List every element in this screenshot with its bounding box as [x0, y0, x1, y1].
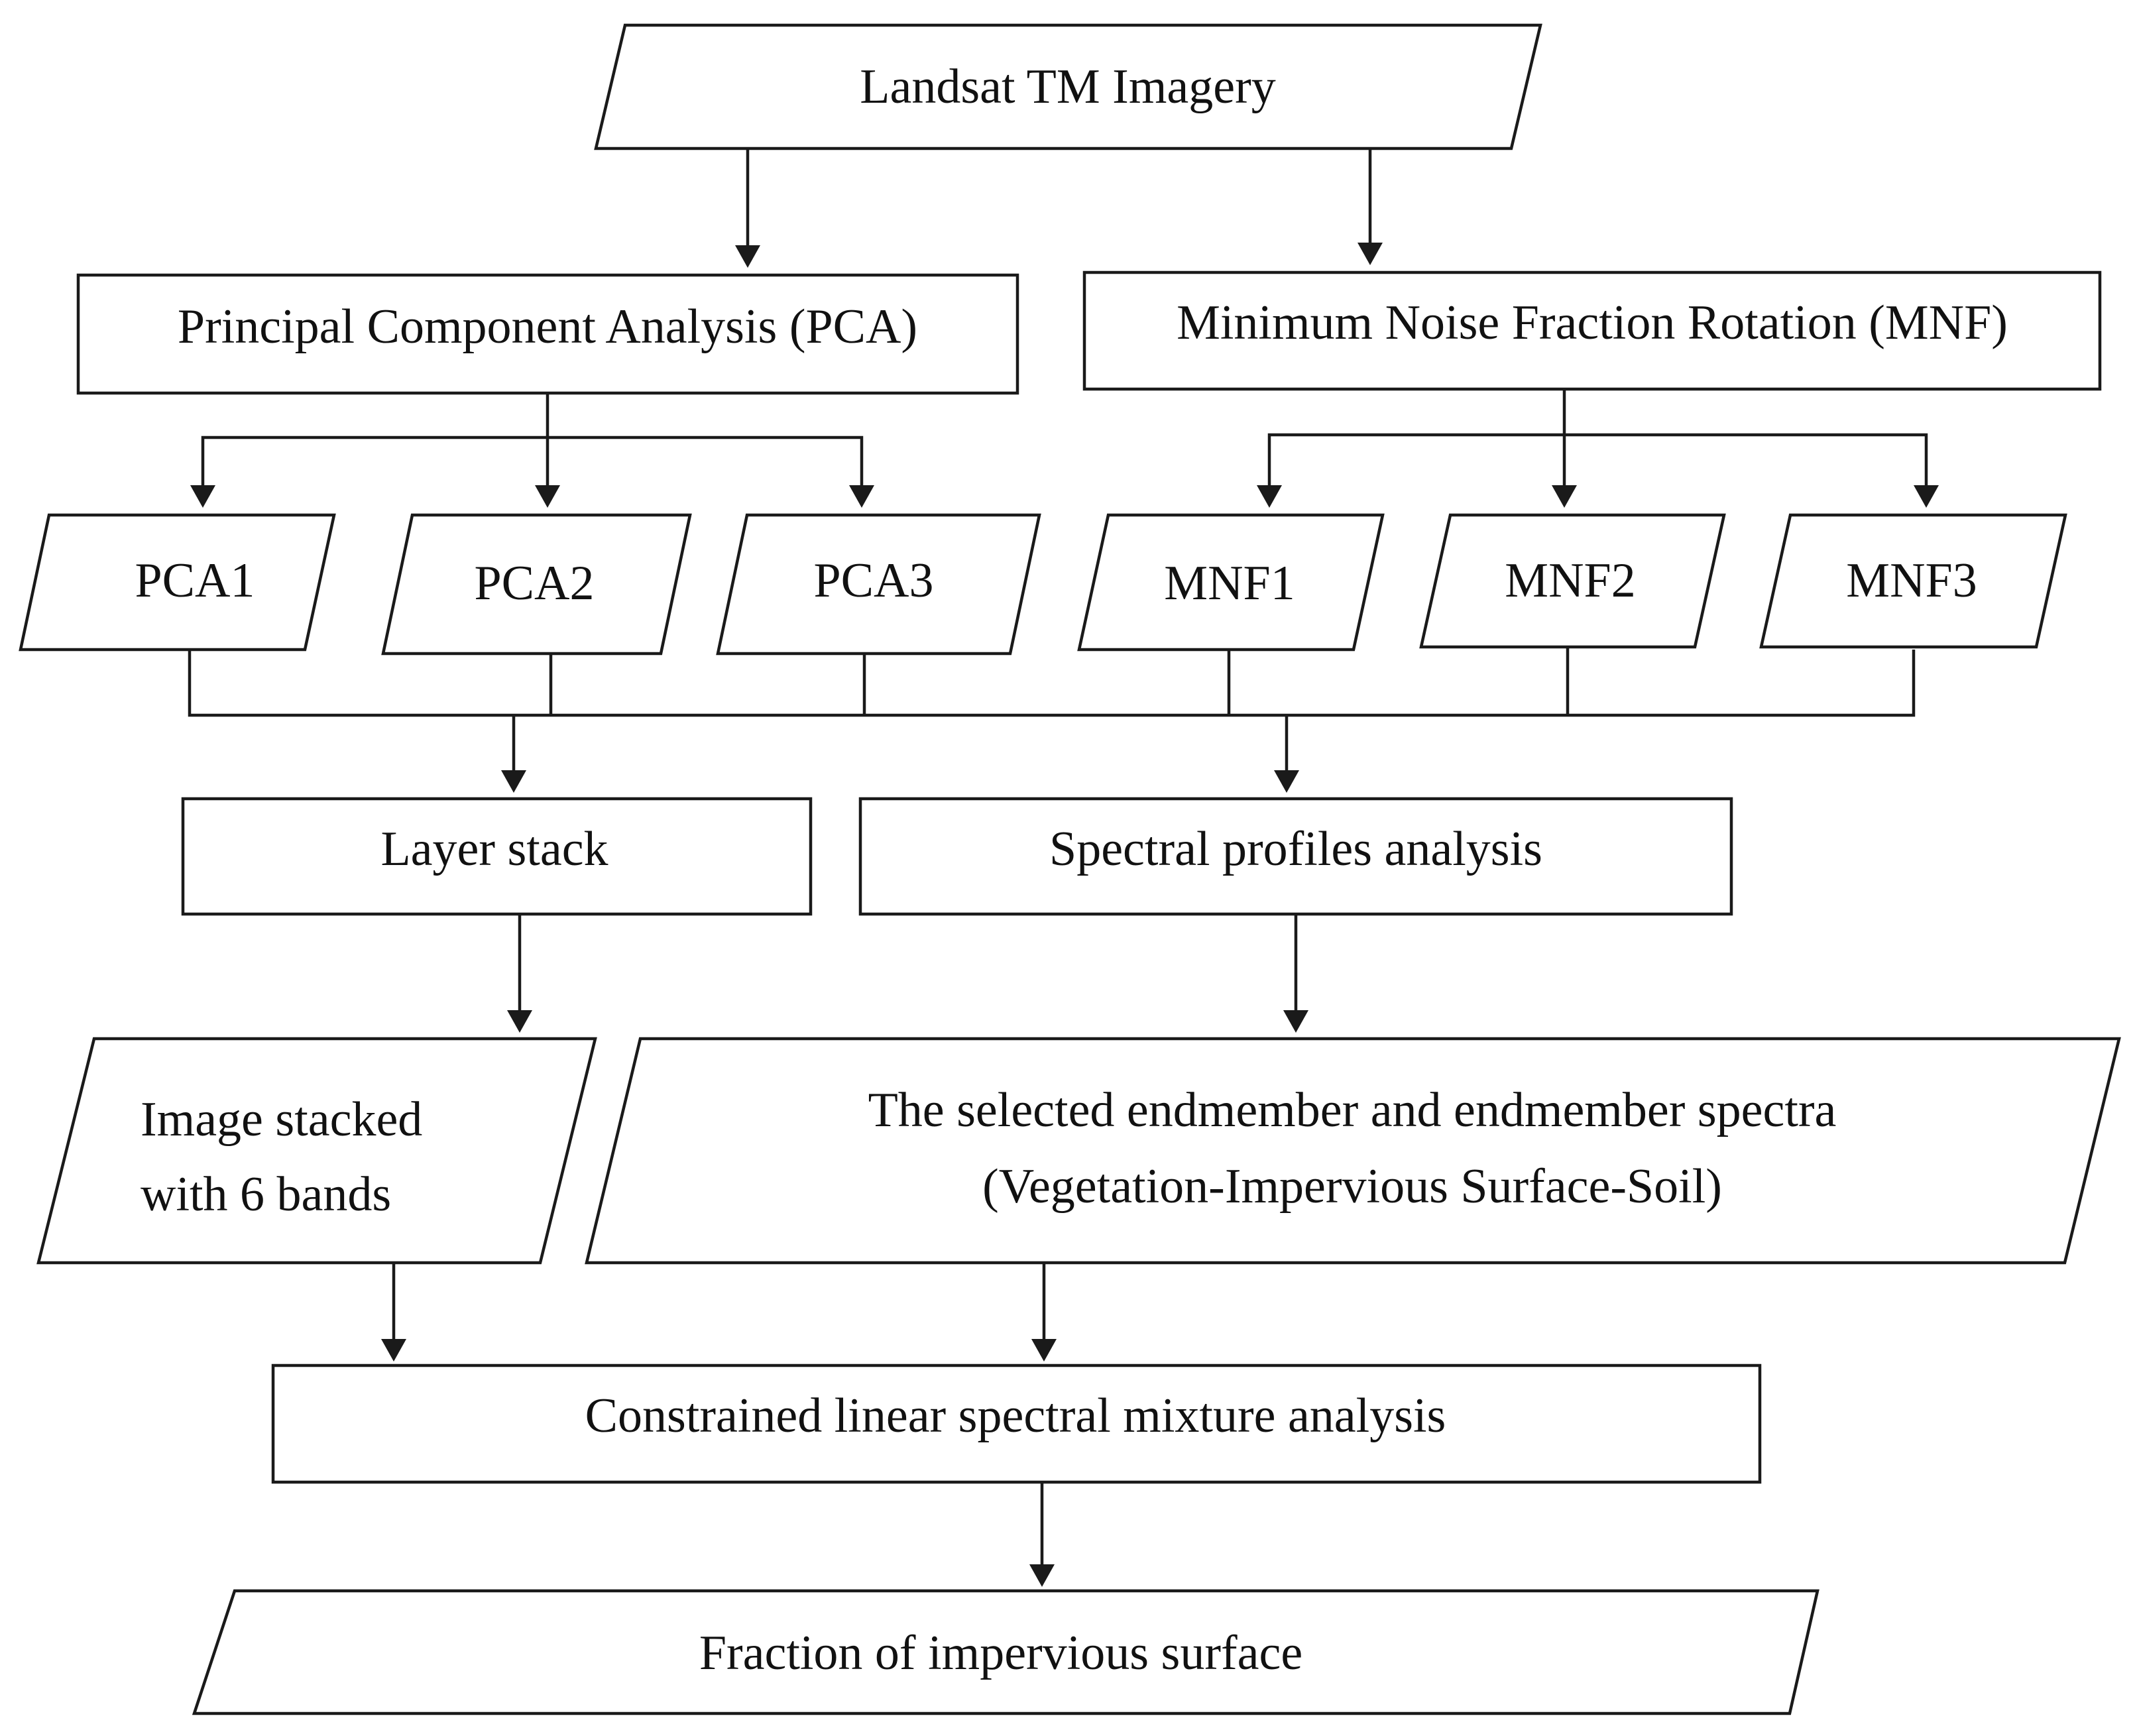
- node-fraction-impervious-surface: Fraction of impervious surface: [192, 1589, 1819, 1715]
- node-pca1: PCA1: [19, 513, 336, 652]
- arrowhead-icon: [735, 245, 760, 268]
- rect-shape: [181, 797, 813, 916]
- node-label: Landsat TM Imagery: [860, 60, 1275, 114]
- arrowhead-icon: [190, 485, 215, 508]
- arrowhead-icon: [1552, 485, 1577, 508]
- parallelogram-shape: [585, 1037, 2121, 1265]
- node-pca3: PCA3: [716, 513, 1041, 656]
- parallelogram-shape: [716, 513, 1041, 656]
- rect-shape: [858, 797, 1733, 916]
- node-label-line-1: Image stacked: [141, 1092, 422, 1147]
- node-label-line-2: (Vegetation-Impervious Surface-Soil): [982, 1159, 1722, 1214]
- arrowhead-icon: [507, 1010, 532, 1033]
- node-label: MNF1: [1164, 556, 1295, 610]
- node-label: PCA1: [135, 553, 255, 608]
- arrowhead-icon: [501, 770, 526, 793]
- arrowhead-icon: [381, 1339, 406, 1361]
- node-mnf2: MNF2: [1419, 513, 1726, 649]
- node-label: Spectral profiles analysis: [1049, 822, 1542, 876]
- parallelogram-shape: [36, 1037, 597, 1265]
- rect-shape: [76, 273, 1019, 395]
- node-label: MNF2: [1505, 553, 1635, 608]
- arrowhead-icon: [1914, 485, 1939, 508]
- parallelogram-shape: [1077, 513, 1385, 652]
- node-constrained-lsma: Constrained linear spectral mixture anal…: [271, 1363, 1762, 1484]
- node-mnf1: MNF1: [1077, 513, 1385, 652]
- parallelogram-shape: [1419, 513, 1726, 649]
- parallelogram-shape: [192, 1589, 1819, 1715]
- node-image-stacked: Image stacked with 6 bands: [36, 1037, 597, 1265]
- arrowhead-icon: [1029, 1564, 1055, 1587]
- node-landsat-tm-imagery: Landsat TM Imagery: [594, 23, 1542, 150]
- parallelogram-shape: [19, 513, 336, 652]
- arrowhead-icon: [849, 485, 874, 508]
- arrowhead-icon: [1283, 1010, 1308, 1033]
- node-label-line-2: with 6 bands: [141, 1167, 391, 1222]
- arrowhead-icon: [535, 485, 560, 508]
- node-label: Principal Component Analysis (PCA): [178, 300, 917, 354]
- node-label: MNF3: [1846, 553, 1977, 608]
- arrowhead-icon: [1031, 1339, 1057, 1361]
- node-endmember-spectra: The selected endmember and endmember spe…: [585, 1037, 2121, 1265]
- node-pca: Principal Component Analysis (PCA): [76, 273, 1019, 395]
- parallelogram-shape: [1759, 513, 2067, 649]
- arrowhead-icon: [1357, 243, 1383, 265]
- rect-shape: [1082, 270, 2102, 391]
- node-label: PCA3: [814, 553, 934, 608]
- rect-shape: [271, 1363, 1762, 1484]
- node-pca2: PCA2: [381, 513, 692, 656]
- node-mnf: Minimum Noise Fraction Rotation (MNF): [1082, 270, 2102, 391]
- node-label: PCA2: [475, 556, 595, 610]
- connector-merge-bus: [188, 650, 1916, 717]
- node-label: Constrained linear spectral mixture anal…: [585, 1389, 1446, 1443]
- node-label: Layer stack: [380, 822, 608, 876]
- parallelogram-shape: [594, 23, 1542, 150]
- arrowhead-icon: [1274, 770, 1299, 793]
- parallelogram-shape: [381, 513, 692, 656]
- node-layer-stack: Layer stack: [181, 797, 813, 916]
- node-label-line-1: The selected endmember and endmember spe…: [868, 1083, 1837, 1137]
- node-spectral-profiles-analysis: Spectral profiles analysis: [858, 797, 1733, 916]
- connector-pca-bus: [201, 435, 864, 487]
- node-label: Minimum Noise Fraction Rotation (MNF): [1177, 296, 2008, 350]
- node-label: Fraction of impervious surface: [699, 1626, 1302, 1680]
- node-mnf3: MNF3: [1759, 513, 2067, 649]
- arrowhead-icon: [1257, 485, 1282, 508]
- connector-mnf-bus: [1267, 433, 1928, 487]
